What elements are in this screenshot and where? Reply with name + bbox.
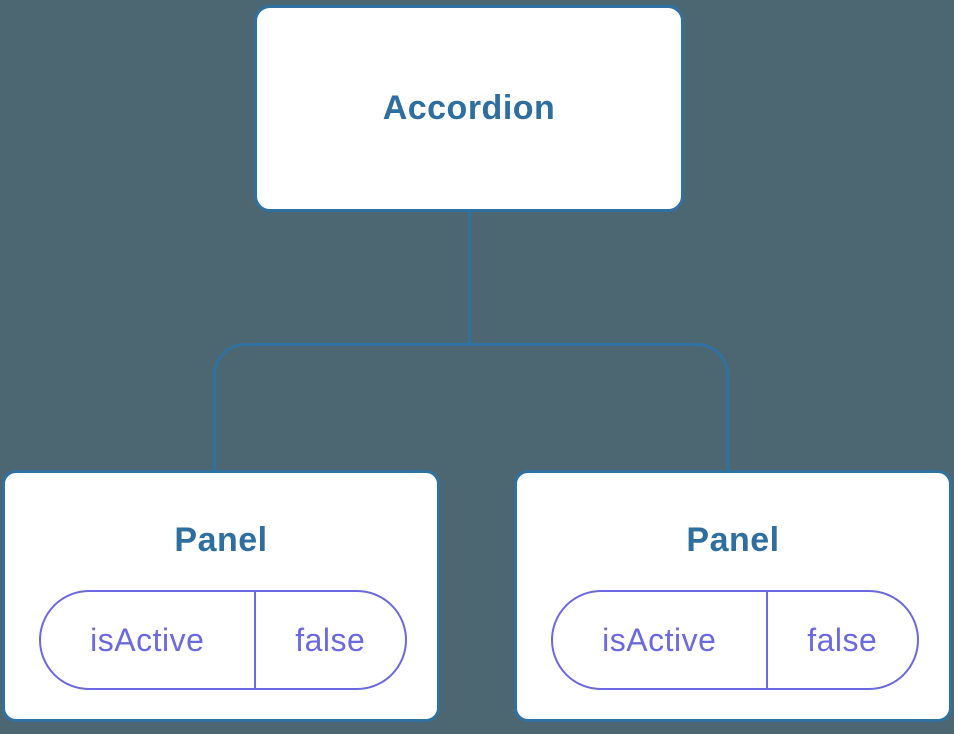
tree-node-panel-2: Panel isActive false bbox=[514, 470, 952, 722]
tree-node-accordion: Accordion bbox=[254, 5, 684, 212]
node-label: Panel bbox=[686, 521, 780, 559]
node-label: Panel bbox=[174, 521, 268, 559]
state-pill: isActive false bbox=[551, 590, 919, 690]
connector-stem bbox=[468, 210, 471, 346]
state-pill: isActive false bbox=[39, 590, 407, 690]
state-key: isActive bbox=[553, 592, 768, 688]
node-label: Accordion bbox=[382, 89, 556, 127]
tree-node-panel-1: Panel isActive false bbox=[2, 470, 440, 722]
state-value: false bbox=[807, 621, 878, 658]
state-value: false bbox=[295, 621, 366, 658]
state-key: isActive bbox=[41, 592, 256, 688]
connector-branches bbox=[213, 343, 729, 471]
